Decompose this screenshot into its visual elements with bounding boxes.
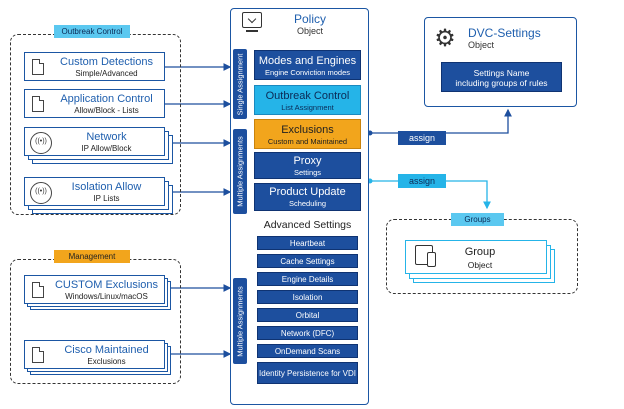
application-control-card: Application Control Allow/Block - Lists [24, 89, 165, 118]
advanced-item-heartbeat: Heartbeat [257, 236, 358, 250]
module-subtitle: Custom and Maintained [267, 137, 348, 146]
module-subtitle: List Assignment [281, 103, 334, 112]
phone-icon [427, 252, 436, 267]
document-icon [32, 282, 44, 298]
outbreak-control-module: Outbreak Control List Assignment [254, 85, 361, 115]
card-title: Application Control [60, 93, 153, 105]
card-subtitle: IP Lists [93, 194, 120, 203]
isolation-allow-card: ((•)) Isolation Allow IP Lists [24, 177, 165, 206]
dvc-settings-subtitle: Object [468, 40, 495, 50]
module-subtitle: Settings [293, 168, 322, 177]
policy-subtitle: Object [296, 26, 323, 36]
arrow-exclusions-to-dvc [370, 108, 512, 134]
network-icon: ((•)) [30, 132, 52, 154]
card-subtitle: Windows/Linux/macOS [65, 292, 148, 301]
network-card: ((•)) Network IP Allow/Block [24, 127, 165, 156]
card-title: Custom Detections [60, 56, 153, 68]
modes-engines-module: Modes and Engines Engine Conviction mode… [254, 50, 361, 80]
single-assignment-label: Single Assignment [235, 53, 245, 115]
card-subtitle: Allow/Block - Lists [74, 106, 139, 115]
custom-exclusions-card: CUSTOM Exclusions Windows/Linux/macOS [24, 275, 165, 304]
proxy-module: Proxy Settings [254, 152, 361, 179]
advanced-item-cache-settings: Cache Settings [257, 254, 358, 268]
module-subtitle: Scheduling [288, 199, 327, 208]
card-subtitle: Exclusions [87, 357, 126, 366]
policy-title: Policy [293, 12, 326, 26]
module-title: Modes and Engines [258, 55, 357, 67]
network-icon: ((•)) [30, 182, 52, 204]
advanced-item-orbital: Orbital [257, 308, 358, 322]
advanced-item-network-dfc: Network (DFC) [257, 326, 358, 340]
outbreak-control-tag: Outbreak Control [54, 25, 130, 38]
card-title: CUSTOM Exclusions [54, 279, 159, 291]
advanced-item-identity-persistence: Identity Persistence for VDI [257, 362, 358, 384]
module-title: Proxy [293, 155, 322, 167]
module-title: Outbreak Control [265, 90, 350, 102]
module-subtitle: Engine Conviction modes [264, 68, 351, 77]
product-update-module: Product Update Scheduling [254, 183, 361, 211]
monitor-icon [242, 12, 262, 28]
cisco-maintained-card: Cisco Maintained Exclusions [24, 340, 165, 369]
custom-detections-card: Custom Detections Simple/Advanced [24, 52, 165, 81]
card-title: Isolation Allow [71, 181, 142, 193]
management-tag: Management [54, 250, 130, 263]
settings-name-line1: Settings Name [473, 68, 530, 78]
document-icon [32, 347, 44, 363]
group-card-title: Group [464, 246, 496, 258]
monitor-stand-icon [246, 30, 258, 32]
settings-name-line2: including groups of rules [455, 78, 548, 88]
gear-icon: ⚙ [434, 25, 456, 52]
document-icon [32, 96, 44, 112]
group-card-subtitle: Object [467, 260, 493, 270]
groups-tag: Groups [451, 213, 504, 226]
assign-label-bottom: assign [398, 174, 446, 188]
document-icon [32, 59, 44, 75]
multiple-assignments-label: Multiple Assignments [235, 136, 245, 207]
card-subtitle: Simple/Advanced [75, 69, 138, 78]
advanced-item-engine-details: Engine Details [257, 272, 358, 286]
card-title: Network [86, 131, 127, 143]
single-assignment-bar: Single Assignment [233, 49, 247, 119]
multiple-assignments-label-2: Multiple Assignments [235, 285, 245, 357]
module-title: Exclusions [281, 124, 334, 136]
card-subtitle: IP Allow/Block [81, 144, 132, 153]
dvc-settings-title: DVC-Settings [468, 26, 541, 40]
module-title: Product Update [269, 186, 346, 198]
multiple-assignments-bar-2: Multiple Assignments [233, 278, 247, 364]
advanced-item-isolation: Isolation [257, 290, 358, 304]
card-title: Cisco Maintained [64, 344, 149, 356]
advanced-settings-title: Advanced Settings [263, 219, 352, 231]
multiple-assignments-bar: Multiple Assignments [233, 129, 247, 214]
advanced-item-ondemand-scans: OnDemand Scans [257, 344, 358, 358]
settings-name-box: Settings Name including groups of rules [441, 62, 562, 92]
assign-label-top: assign [398, 131, 446, 145]
exclusions-module: Exclusions Custom and Maintained [254, 119, 361, 149]
